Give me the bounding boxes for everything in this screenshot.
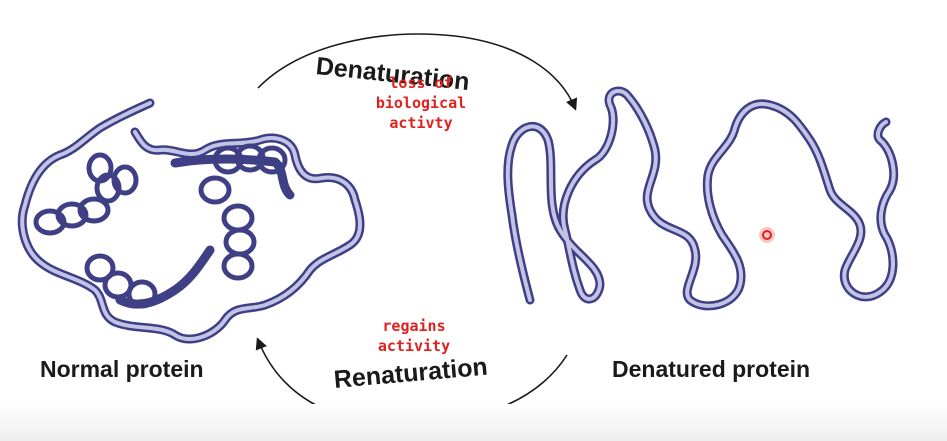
normal-protein-label: Normal protein: [40, 356, 204, 382]
denaturation-arrow: [257, 33, 578, 111]
loss-of-activity-annotation: loss of biological activty: [375, 74, 467, 132]
unfolded-protein-ribbon: [503, 86, 899, 311]
helix-coils: [33, 143, 288, 309]
red-cursor-dot: [759, 227, 775, 243]
denatured-protein-label: Denatured protein: [612, 356, 811, 382]
regains-activity-annotation: regains activity: [377, 317, 451, 355]
folded-protein-ribbon: [17, 98, 365, 344]
bottom-fade-band: [0, 404, 947, 441]
